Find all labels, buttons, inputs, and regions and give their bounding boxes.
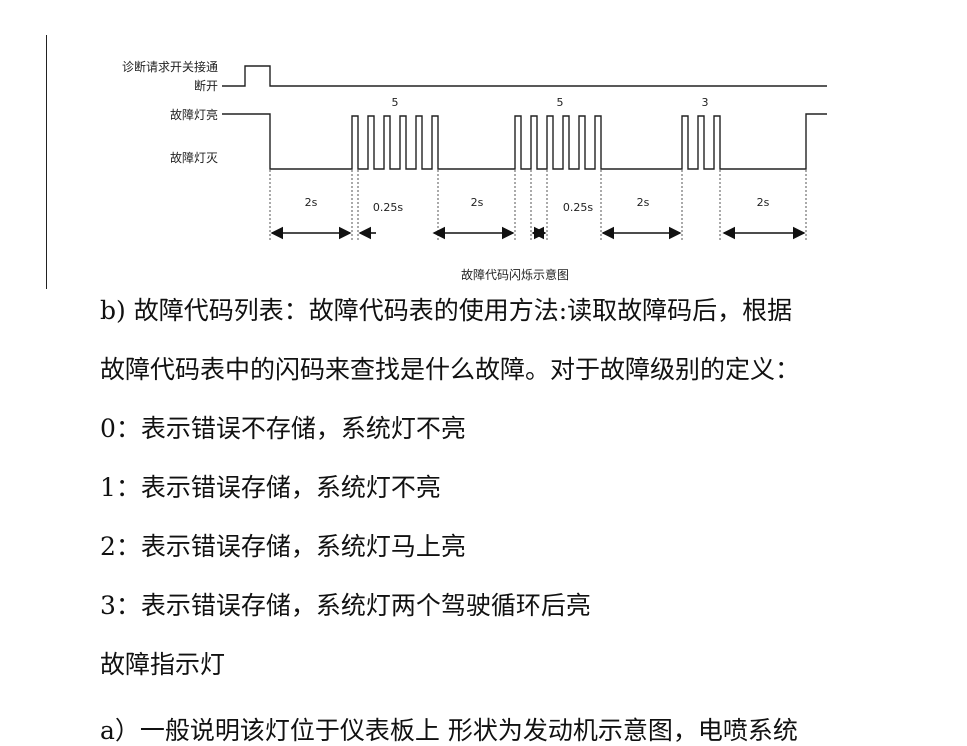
fault-level-3: 3：表示错误存储，系统灯两个驾驶循环后亮 bbox=[100, 591, 591, 620]
interval-label-1: 2s bbox=[305, 196, 318, 209]
figure-caption: 故障代码闪烁示意图 bbox=[461, 267, 569, 282]
interval-label-6: 2s bbox=[757, 196, 770, 209]
cut-off-line: a）一般说明该灯位于仪表板上 形状为发动机示意图，电喷系统 bbox=[100, 716, 798, 745]
paragraph-line: 故障代码表中的闪码来查找是什么故障。对于故障级别的定义： bbox=[100, 355, 801, 384]
margin-line bbox=[46, 35, 47, 289]
interval-label-3: 2s bbox=[471, 196, 484, 209]
flash-code-diagram: 诊断请求开关接通 断开 故障灯亮 故障灯灭 5 5 3 2s 0.25s bbox=[100, 36, 830, 288]
label-lamp-on: 故障灯亮 bbox=[170, 107, 218, 122]
guide-lines bbox=[269, 170, 807, 241]
pulse-count-2: 5 bbox=[557, 96, 564, 109]
pulse-count-1: 5 bbox=[392, 96, 399, 109]
label-lamp-off: 故障灯灭 bbox=[170, 150, 218, 165]
pulse-count-3: 3 bbox=[702, 96, 709, 109]
fault-level-2: 2：表示错误存储，系统灯马上亮 bbox=[100, 532, 466, 561]
body-text: b) 故障代码列表：故障代码表的使用方法:读取故障码后，根据 故障代码表中的闪码… bbox=[100, 296, 940, 709]
fault-level-1: 1：表示错误存储，系统灯不亮 bbox=[100, 473, 441, 502]
label-switch-off: 断开 bbox=[194, 78, 218, 93]
paragraph-line: b) 故障代码列表：故障代码表的使用方法:读取故障码后，根据 bbox=[100, 296, 793, 325]
section-heading: 故障指示灯 bbox=[100, 650, 226, 679]
interval-label-4: 0.25s bbox=[563, 201, 593, 214]
lamp-waveform bbox=[222, 113, 827, 170]
switch-waveform bbox=[222, 65, 827, 87]
interval-label-2: 0.25s bbox=[373, 201, 403, 214]
label-switch-on: 诊断请求开关接通 bbox=[122, 59, 218, 74]
fault-level-0: 0：表示错误不存储，系统灯不亮 bbox=[100, 414, 466, 443]
interval-label-5: 2s bbox=[637, 196, 650, 209]
